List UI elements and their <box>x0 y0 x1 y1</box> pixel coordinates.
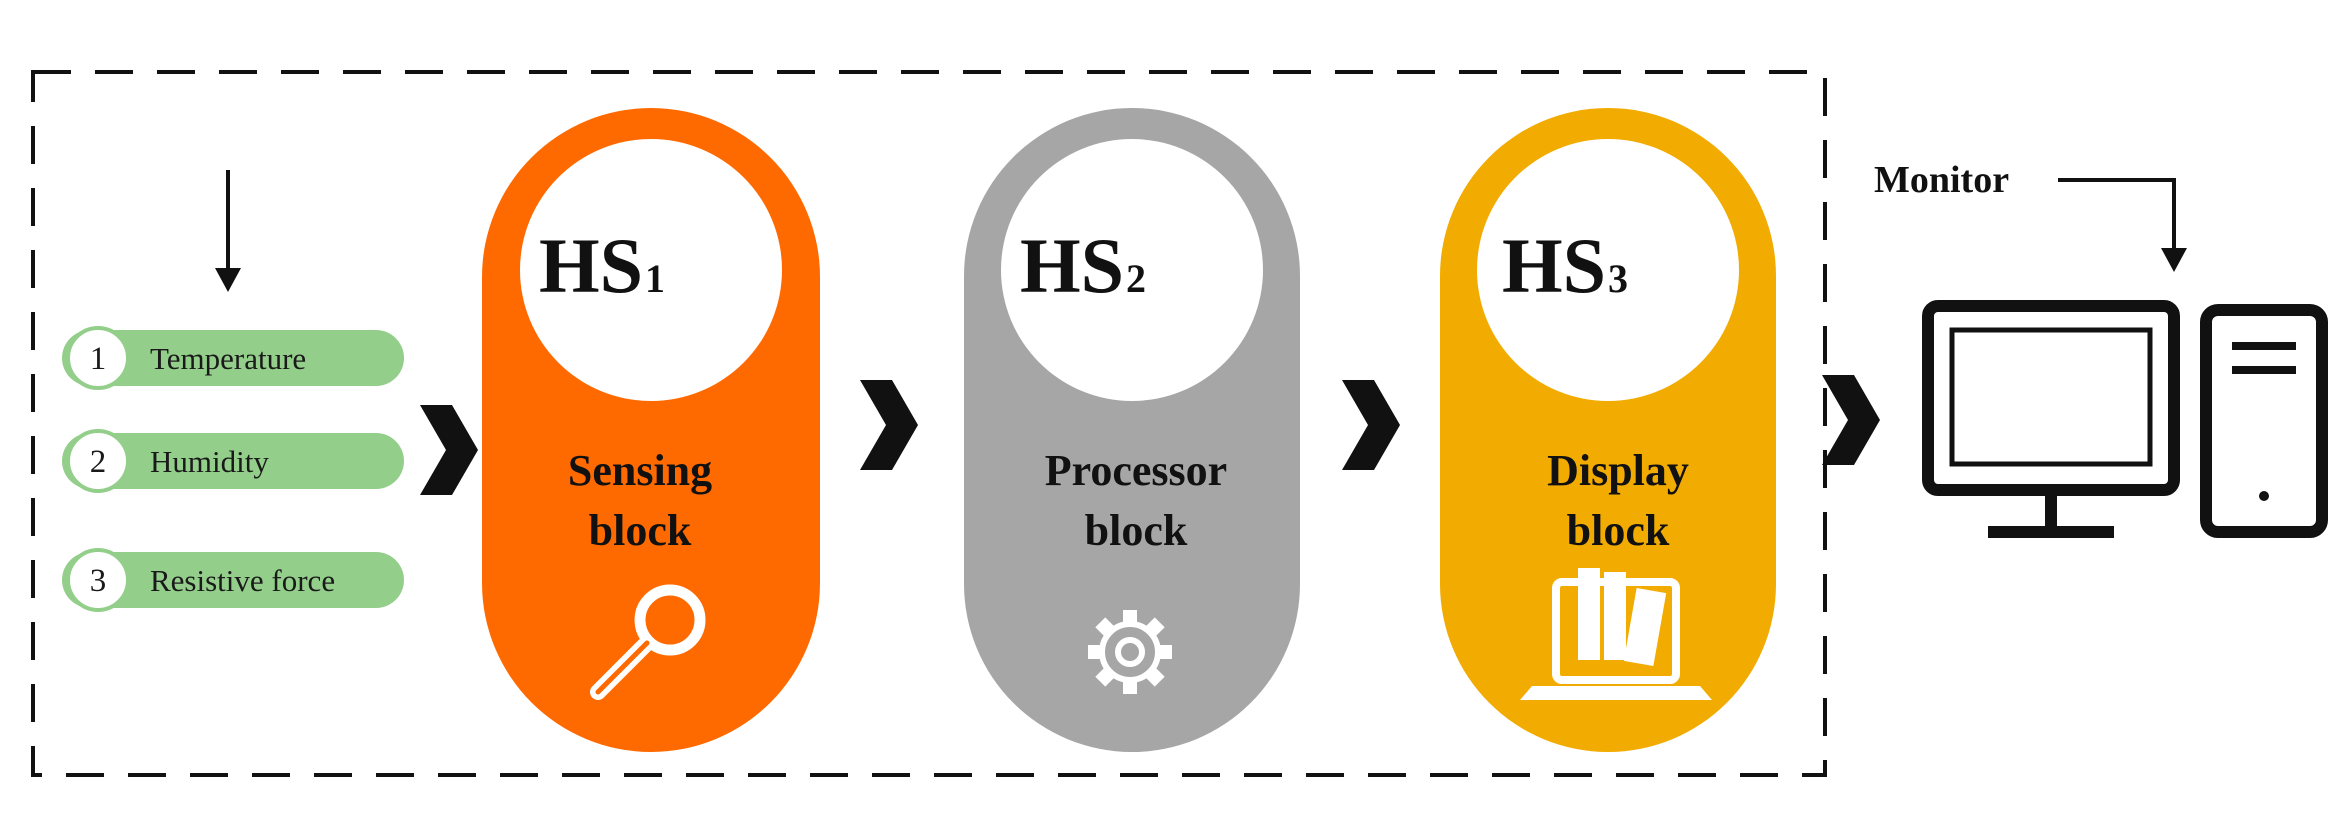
input-arrow <box>215 170 241 292</box>
input-item-temperature: 1 Temperature <box>62 326 404 390</box>
monitor-label: Monitor <box>1874 159 2009 201</box>
input-list: 1 Temperature 2 Humidity 3 Resistive for… <box>62 326 404 612</box>
input-label: Humidity <box>150 444 269 479</box>
processor-block: HS 2 Processor block <box>964 108 1300 752</box>
input-item-humidity: 2 Humidity <box>62 429 404 493</box>
input-number: 1 <box>90 341 107 377</box>
block-label: Display <box>1547 446 1689 495</box>
input-label: Resistive force <box>150 563 335 598</box>
block-label: Sensing <box>568 446 712 495</box>
display-block: HS 3 Display block <box>1440 108 1776 752</box>
sensing-block: HS 1 Sensing block <box>482 108 820 752</box>
desktop-computer-icon <box>1922 300 2328 538</box>
block-id: HS <box>1502 222 1606 309</box>
block-id: HS <box>539 222 643 309</box>
block-id-subscript: 1 <box>645 256 665 301</box>
chevron-icon <box>1822 375 1880 465</box>
magnifier-icon <box>590 584 706 700</box>
input-item-resistive-force: 3 Resistive force <box>62 548 404 612</box>
block-label: block <box>1085 506 1188 555</box>
monitor-arrow <box>2058 178 2187 272</box>
input-number: 3 <box>90 563 107 599</box>
block-label: block <box>589 506 692 555</box>
block-label: Processor <box>1045 446 1227 495</box>
system-boundary <box>31 70 1827 777</box>
chevron-icon <box>1342 380 1400 470</box>
input-number: 2 <box>90 444 107 480</box>
chevron-icon <box>860 380 918 470</box>
block-label: block <box>1567 506 1670 555</box>
block-id-subscript: 3 <box>1608 256 1628 301</box>
input-label: Temperature <box>150 341 306 376</box>
block-id-subscript: 2 <box>1126 256 1146 301</box>
block-id: HS <box>1020 222 1124 309</box>
gear-icon <box>1088 610 1172 694</box>
laptop-books-icon <box>1520 568 1712 700</box>
chevron-icon <box>420 405 478 495</box>
